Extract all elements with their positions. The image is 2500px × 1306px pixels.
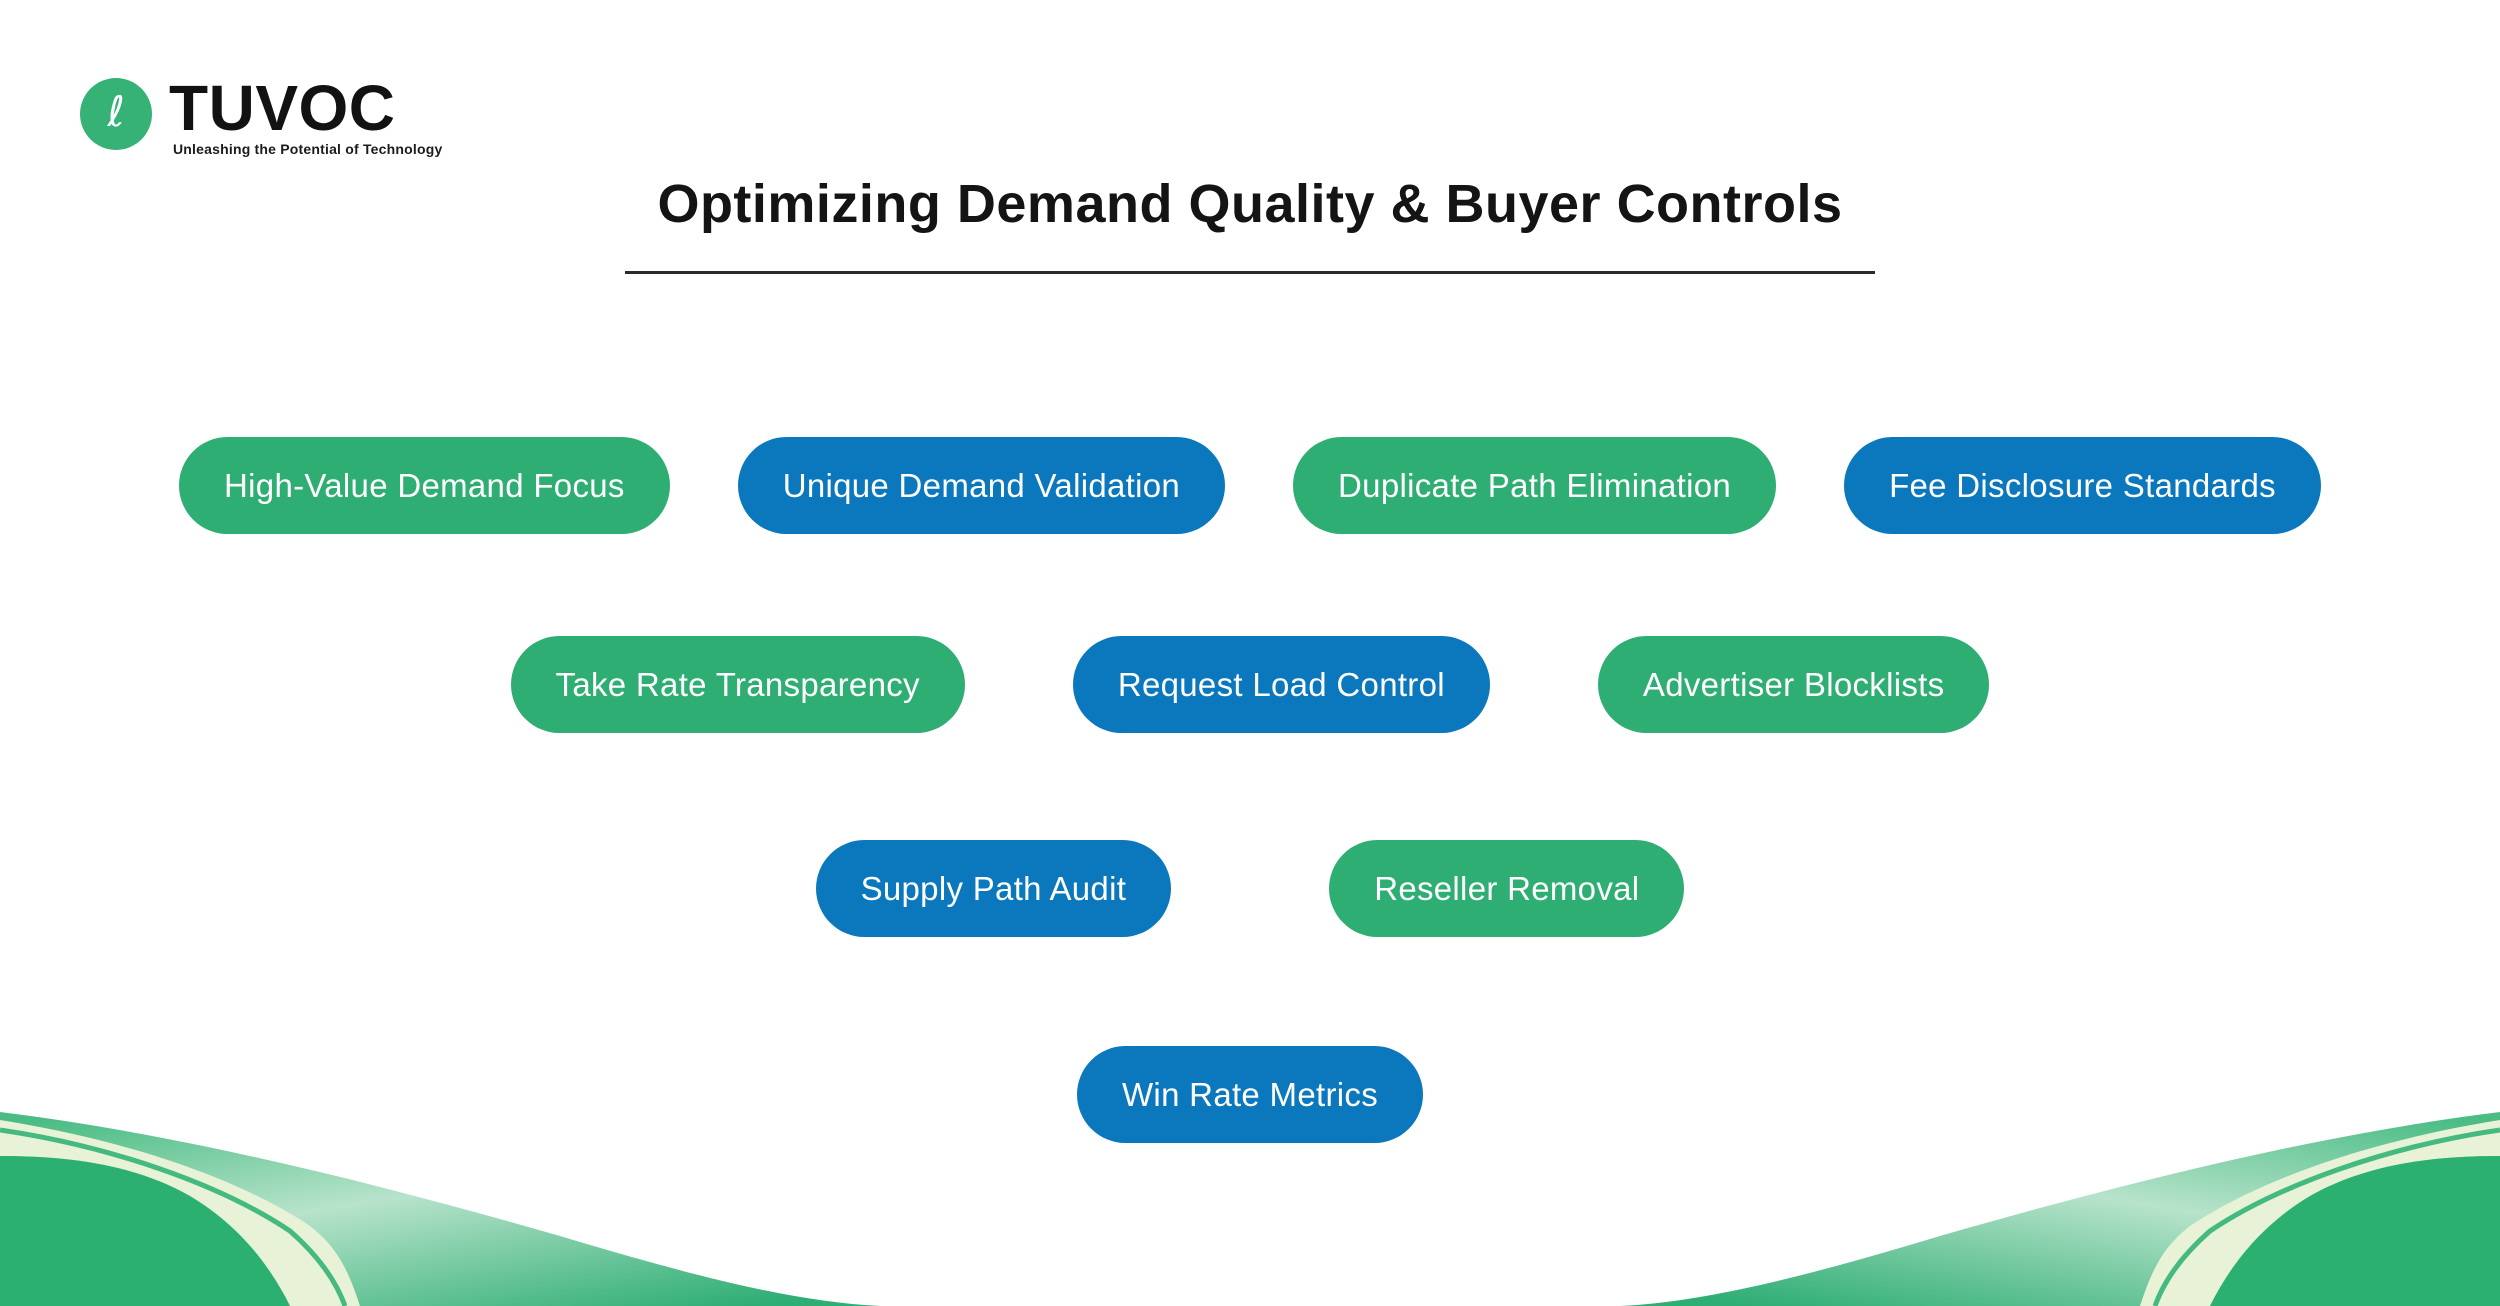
wave-solid-corner xyxy=(0,1156,290,1306)
wave-cream-band xyxy=(2140,1120,2500,1306)
title-underline xyxy=(625,271,1875,274)
pill-take-rate-transparency: Take Rate Transparency xyxy=(510,636,965,733)
pill-unique-demand-validation: Unique Demand Validation xyxy=(737,437,1226,534)
tuvoc-logo: ℓ TUVOC Unleashing the Potential of Tech… xyxy=(80,72,443,157)
pill-advertiser-blocklists: Advertiser Blocklists xyxy=(1597,636,1990,733)
pill-row-3: Supply Path Audit Reseller Removal xyxy=(0,840,2500,937)
pill-fee-disclosure-standards: Fee Disclosure Standards xyxy=(1844,437,2321,534)
pill-supply-path-audit: Supply Path Audit xyxy=(815,840,1172,937)
pill-reseller-removal: Reseller Removal xyxy=(1329,840,1685,937)
wave-decoration-left xyxy=(0,1112,880,1306)
wave-decoration-right xyxy=(1620,1112,2500,1306)
wave-cream-band xyxy=(0,1120,360,1306)
pill-duplicate-path-elimination: Duplicate Path Elimination xyxy=(1293,437,1777,534)
pill-high-value-demand-focus: High-Value Demand Focus xyxy=(179,437,670,534)
script-l-icon: ℓ xyxy=(107,87,125,136)
pill-request-load-control: Request Load Control xyxy=(1072,636,1490,733)
logo-text-block: TUVOC Unleashing the Potential of Techno… xyxy=(169,72,443,157)
logo-tagline: Unleashing the Potential of Technology xyxy=(173,141,443,157)
logo-brand-name: TUVOC xyxy=(169,72,396,144)
tuvoc-logo-icon: ℓ xyxy=(80,78,152,150)
page-title: Optimizing Demand Quality & Buyer Contro… xyxy=(657,174,1843,234)
pill-row-2: Take Rate Transparency Request Load Contr… xyxy=(0,636,2500,733)
wave-thin-stripe xyxy=(0,1127,348,1306)
pill-row-1: High-Value Demand Focus Unique Demand Val… xyxy=(0,437,2500,534)
pill-row-4: Win Rate Metrics xyxy=(0,1046,2500,1143)
wave-thin-stripe xyxy=(2152,1127,2500,1306)
wave-solid-corner xyxy=(2210,1156,2500,1306)
pill-win-rate-metrics: Win Rate Metrics xyxy=(1076,1046,1423,1143)
